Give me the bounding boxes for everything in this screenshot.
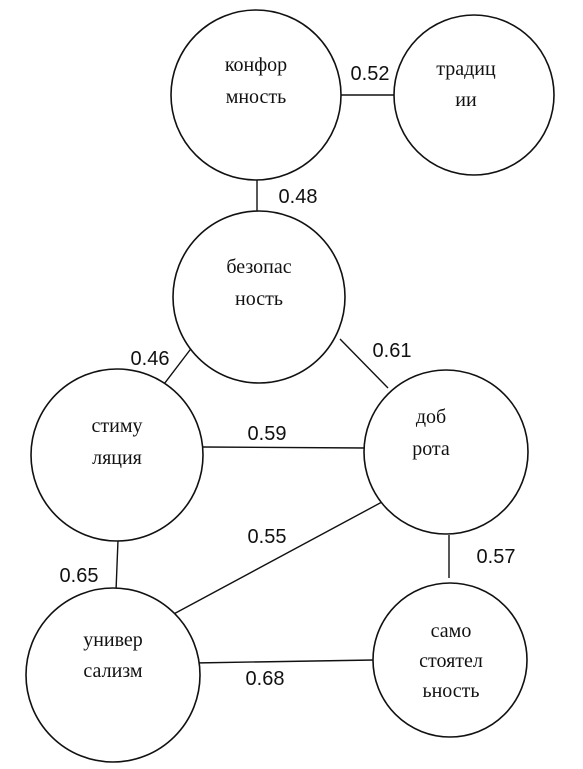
edge-conformity-security: 0.48	[256, 175, 318, 215]
node-label-line: мность	[226, 86, 287, 108]
node-circle	[363, 369, 529, 535]
edge-conformity-tradition: 0.52	[337, 63, 397, 96]
node-label-line: ляция	[92, 447, 142, 469]
edge-weight-label: 0.68	[246, 668, 285, 690]
node-circle	[170, 9, 342, 181]
node-conformity: конфор мность	[170, 9, 342, 181]
node-label-line: универ	[83, 629, 143, 651]
edge-stimulation-benevolence: 0.59	[202, 423, 367, 449]
node-label-line: сализм	[83, 660, 142, 682]
edge-line	[169, 501, 383, 617]
edge-line	[193, 659, 375, 664]
node-circle	[393, 14, 555, 176]
node-label-line: стоятел	[419, 650, 483, 672]
node-tradition: традиц ии	[393, 14, 555, 176]
node-circle	[172, 210, 346, 384]
edge-line	[115, 539, 119, 592]
edge-benevolence-universalism: 0.55	[169, 501, 383, 617]
edge-weight-label: 0.46	[131, 348, 170, 370]
edge-stimulation-universalism: 0.65	[60, 539, 119, 592]
node-label-line: рота	[412, 438, 450, 460]
node-label-line: ьность	[422, 680, 479, 702]
edge-line	[202, 446, 367, 449]
node-label-line: ность	[235, 288, 283, 310]
node-stimulation: стиму ляция	[30, 368, 204, 542]
node-label-line: само	[431, 620, 472, 642]
node-label-line: конфор	[225, 54, 287, 76]
edge-security-benevolence: 0.61	[339, 338, 412, 389]
node-label-line: стиму	[92, 415, 143, 437]
node-selfdirection: само стоятел ьность	[372, 582, 528, 738]
edge-weight-label: 0.52	[351, 63, 390, 85]
node-label-line: традиц	[436, 58, 496, 80]
node-circle	[30, 368, 204, 542]
edge-weight-label: 0.55	[248, 526, 287, 548]
edge-weight-label: 0.59	[248, 423, 287, 445]
node-security: безопас ность	[172, 210, 346, 384]
edge-weight-label: 0.48	[279, 186, 318, 208]
edge-weight-label: 0.65	[60, 565, 99, 587]
edge-line	[339, 338, 389, 389]
edge-weight-label: 0.61	[373, 340, 412, 362]
edge-weight-label: 0.57	[477, 546, 516, 568]
node-circle	[372, 582, 528, 738]
node-circle	[25, 587, 201, 763]
node-universalism: универ сализм	[25, 587, 201, 763]
node-label-line: безопас	[226, 256, 291, 278]
node-label-line: ии	[455, 89, 477, 111]
edge-universalism-selfdirection: 0.68	[193, 659, 375, 690]
node-benevolence: доб рота	[363, 369, 529, 535]
node-label-line: доб	[416, 406, 446, 428]
edge-benevolence-selfdirection: 0.57	[448, 535, 516, 578]
